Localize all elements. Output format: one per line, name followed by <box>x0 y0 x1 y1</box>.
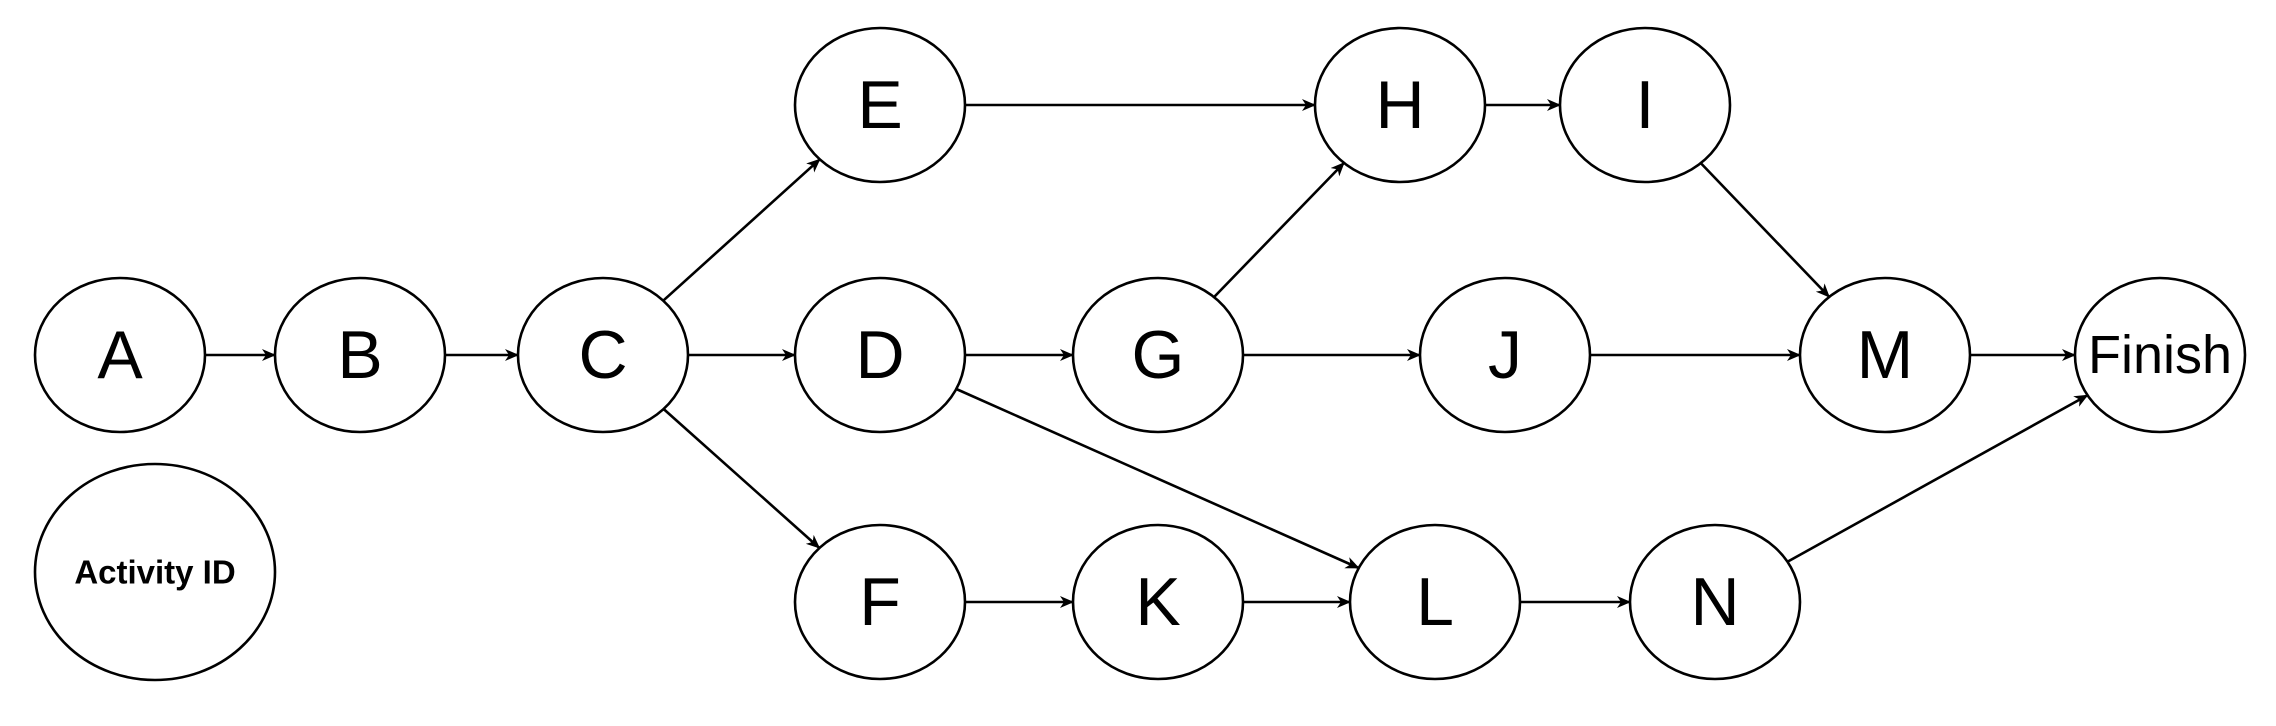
node-a: A <box>33 276 207 434</box>
node-label: A <box>97 317 143 393</box>
node-label: N <box>1690 564 1739 640</box>
node-label: M <box>1857 317 1914 393</box>
node-k: K <box>1071 523 1245 681</box>
node-l: L <box>1348 523 1522 681</box>
node-ellipse <box>1071 276 1245 434</box>
node-label: B <box>337 317 382 393</box>
node-b: B <box>273 276 447 434</box>
node-f: F <box>793 523 967 681</box>
node-label: I <box>1636 67 1655 143</box>
edge-i-to-m <box>1699 162 1831 298</box>
node-c: C <box>516 276 690 434</box>
edge-n-to-finish <box>1786 394 2089 563</box>
edge-g-to-h <box>1213 161 1345 299</box>
node-h: H <box>1313 26 1487 184</box>
node-ellipse <box>1071 523 1245 681</box>
node-m: M <box>1798 276 1972 434</box>
node-ellipse <box>273 276 447 434</box>
node-ellipse <box>1798 276 1972 434</box>
node-j: J <box>1418 276 1592 434</box>
node-label: C <box>578 317 627 393</box>
node-n: N <box>1628 523 1802 681</box>
node-d: D <box>793 276 967 434</box>
legend: Activity ID <box>33 462 277 682</box>
node-finish: Finish <box>2073 276 2247 434</box>
node-ellipse <box>793 276 967 434</box>
node-label: L <box>1416 564 1454 640</box>
node-ellipse <box>2073 276 2247 434</box>
node-ellipse <box>516 276 690 434</box>
node-label: D <box>855 317 904 393</box>
node-ellipse <box>1313 26 1487 184</box>
edge-c-to-f <box>662 408 821 549</box>
node-ellipse <box>1418 276 1592 434</box>
node-label: H <box>1375 67 1424 143</box>
edge-c-to-e <box>662 158 821 302</box>
legend-label: Activity ID <box>74 554 235 591</box>
node-ellipse <box>793 26 967 184</box>
node-label: E <box>857 67 902 143</box>
edges-layer <box>205 99 2089 608</box>
node-label: G <box>1132 317 1185 393</box>
node-label: F <box>859 564 901 640</box>
node-ellipse <box>1558 26 1732 184</box>
node-ellipse <box>1628 523 1802 681</box>
node-e: E <box>793 26 967 184</box>
node-label: Finish <box>2088 325 2232 385</box>
node-g: G <box>1071 276 1245 434</box>
node-ellipse <box>33 276 207 434</box>
legend-node <box>33 462 277 682</box>
node-ellipse <box>793 523 967 681</box>
nodes-layer: A B C D E F G H I J K L M N Finish <box>33 26 2247 681</box>
node-ellipse <box>1348 523 1522 681</box>
node-i: I <box>1558 26 1732 184</box>
edge-d-to-l <box>955 387 1360 570</box>
node-label: J <box>1488 317 1522 393</box>
node-label: K <box>1135 564 1180 640</box>
